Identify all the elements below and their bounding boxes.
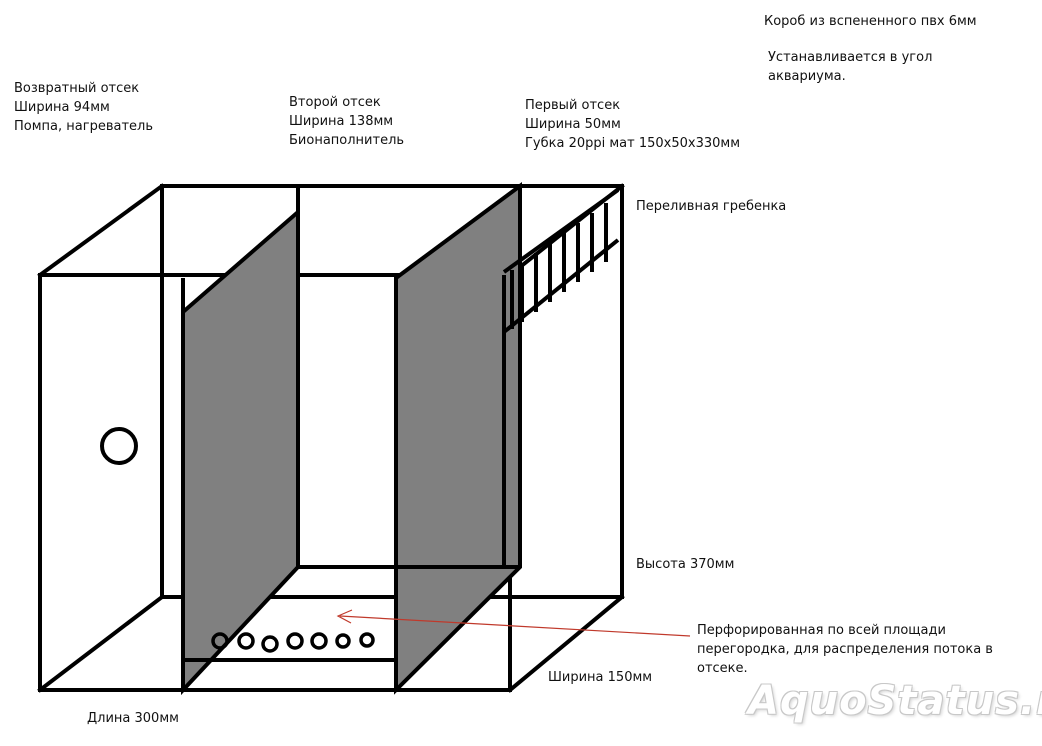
corner-note: Устанавливается в угол аквариума. [768,48,932,86]
return-section-width: Ширина 94мм [14,100,110,115]
partition-first [394,182,522,695]
first-section-title: Первый отсек [525,98,621,113]
box-material-text: Короб из вспененного пвх 6мм [764,14,977,29]
perforation-hole [335,633,351,649]
second-section-media: Бионаполнитель [289,133,405,148]
middle-floor [183,565,520,662]
watermark: AquoStatus.ru [748,678,1042,724]
pump-outlet-circle [100,427,138,465]
second-section-width: Ширина 138мм [289,114,394,129]
height-text: Высота 370мм [636,557,735,572]
edge-bottom-left [37,594,165,693]
back-face [160,184,624,599]
length-text: Длина 300мм [87,711,179,726]
corner-note-line: Устанавливается в угол [768,50,933,65]
return-section-label: Возвратный отсек Ширина 94мм Помпа, нагр… [14,79,153,136]
second-section-title: Второй отсек [289,95,381,110]
annotation-arrow [336,609,691,637]
overflow-comb [502,188,620,568]
box-material-label: Короб из вспененного пвх 6мм [764,12,977,31]
height-label: Высота 370мм [636,555,734,574]
overflow-comb-label: Переливная гребенка [636,197,786,216]
perforated-note-line: перегородка, для распределения потока в [697,642,993,657]
perforation-hole [310,632,328,650]
length-label: Длина 300мм [87,709,179,728]
return-section-equipment: Помпа, нагреватель [14,119,153,134]
first-section-sponge: Губка 20ppi мат 150x50x330мм [525,136,741,151]
perforation-holes [211,632,375,653]
perforated-note: Перфорированная по всей площади перегоро… [697,621,993,678]
perforated-note-line: Перфорированная по всей площади [697,623,946,638]
first-section-label: Первый отсек Ширина 50мм Губка 20ppi мат… [525,96,740,153]
perforation-hole [359,632,375,648]
perforated-note-line: отсеке. [697,661,748,676]
second-section-label: Второй отсек Ширина 138мм Бионаполнитель [289,93,404,150]
first-section-width: Ширина 50мм [525,117,621,132]
width-text: Ширина 150мм [548,670,653,685]
overflow-comb-text: Переливная гребенка [636,199,787,214]
corner-note-line: аквариума. [768,69,846,84]
perforation-hole [211,632,229,650]
width-label: Ширина 150мм [548,668,652,687]
perforation-hole [237,632,255,650]
return-section-title: Возвратный отсек [14,81,140,96]
edge-top-left [37,183,165,278]
perforation-hole [261,635,279,653]
edge-bottom-right [507,594,625,693]
perforation-hole [286,632,304,650]
partition-return [181,207,300,696]
